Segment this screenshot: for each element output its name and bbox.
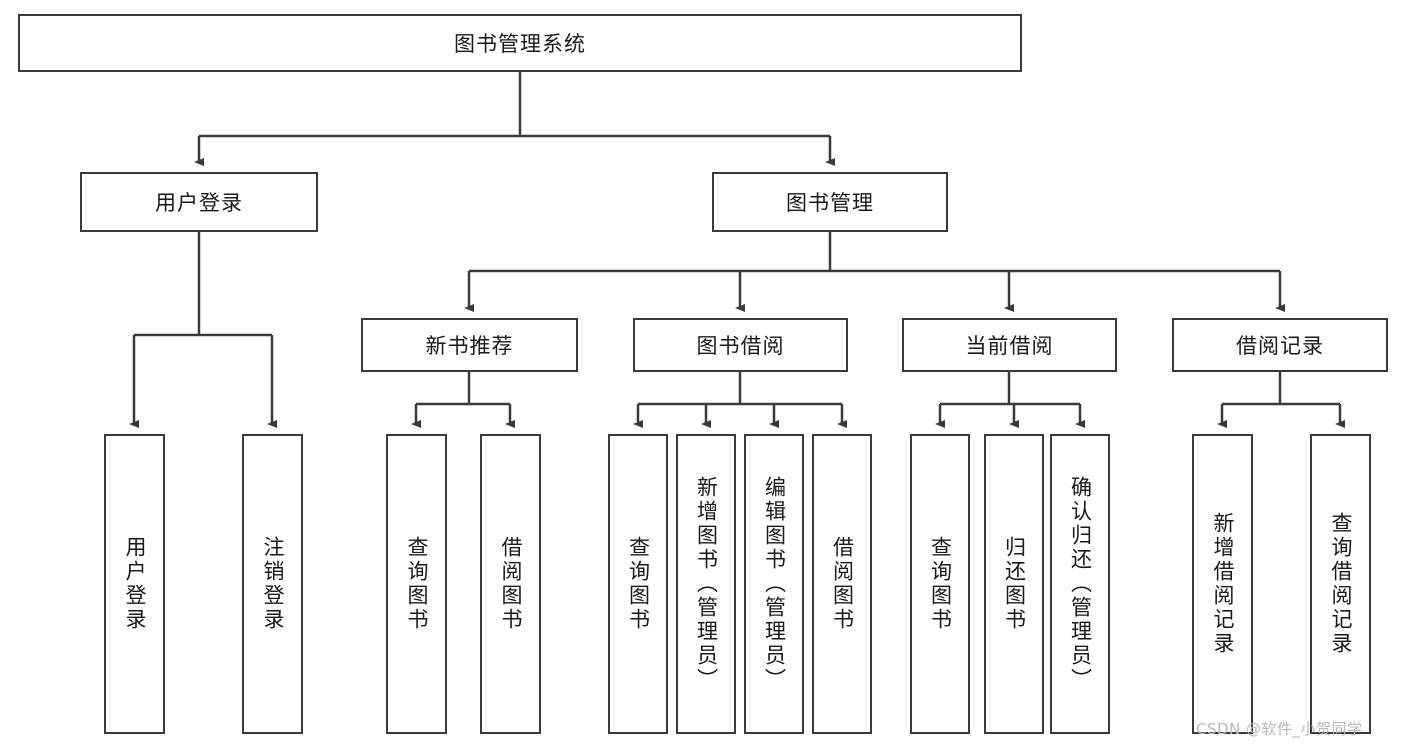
node-borrow-record[interactable]: 借阅记录 (1172, 318, 1388, 372)
node-new-book-rec-label: 新书推荐 (425, 334, 514, 358)
csdn-watermark: CSDN @软件_小贺同学 (1196, 720, 1363, 738)
node-leaf-add-record[interactable]: 新增借阅记录 (1192, 434, 1253, 734)
node-leaf-user-logout[interactable]: 注销登录 (242, 434, 303, 734)
node-leaf-edit-book[interactable]: 编辑图书（管理员） (744, 434, 804, 734)
node-current-borrow[interactable]: 当前借阅 (902, 318, 1117, 372)
node-leaf-borrow-book-2-label: 借阅图书 (830, 536, 855, 632)
node-leaf-query-book-1[interactable]: 查询图书 (386, 434, 447, 734)
node-book-manage[interactable]: 图书管理 (712, 172, 948, 232)
node-user-login-label: 用户登录 (155, 191, 243, 215)
node-leaf-user-login-label: 用户登录 (123, 536, 147, 632)
node-leaf-confirm-return-label: 确认归还（管理员） (1068, 476, 1093, 692)
node-new-book-rec[interactable]: 新书推荐 (361, 318, 578, 372)
node-leaf-query-book-2-label: 查询图书 (626, 536, 651, 632)
node-leaf-edit-book-label: 编辑图书（管理员） (762, 476, 787, 692)
node-leaf-borrow-book-1-label: 借阅图书 (499, 536, 523, 632)
node-root[interactable]: 图书管理系统 (18, 14, 1022, 72)
node-leaf-query-book-2[interactable]: 查询图书 (608, 434, 668, 734)
node-leaf-borrow-book-1[interactable]: 借阅图书 (480, 434, 541, 734)
node-leaf-add-book-label: 新增图书（管理员） (694, 476, 719, 692)
node-leaf-return-book[interactable]: 归还图书 (984, 434, 1044, 734)
node-current-borrow-label: 当前借阅 (965, 334, 1054, 358)
node-leaf-query-record[interactable]: 查询借阅记录 (1310, 434, 1371, 734)
node-leaf-user-login[interactable]: 用户登录 (104, 434, 165, 734)
node-leaf-user-logout-label: 注销登录 (261, 536, 285, 632)
node-leaf-borrow-book-2[interactable]: 借阅图书 (812, 434, 872, 734)
node-leaf-query-record-label: 查询借阅记录 (1329, 512, 1353, 656)
node-borrow-record-label: 借阅记录 (1236, 334, 1324, 358)
node-book-manage-label: 图书管理 (786, 191, 874, 215)
node-leaf-confirm-return[interactable]: 确认归还（管理员） (1050, 434, 1110, 734)
node-leaf-add-record-label: 新增借阅记录 (1211, 512, 1235, 656)
node-leaf-add-book[interactable]: 新增图书（管理员） (676, 434, 736, 734)
node-root-label: 图书管理系统 (454, 32, 586, 56)
node-book-borrow[interactable]: 图书借阅 (633, 318, 848, 372)
node-leaf-query-book-3[interactable]: 查询图书 (910, 434, 970, 734)
node-leaf-return-book-label: 归还图书 (1002, 536, 1027, 632)
node-user-login[interactable]: 用户登录 (80, 172, 318, 232)
node-book-borrow-label: 图书借阅 (696, 334, 785, 358)
node-leaf-query-book-3-label: 查询图书 (928, 536, 953, 632)
node-leaf-query-book-1-label: 查询图书 (405, 536, 429, 632)
